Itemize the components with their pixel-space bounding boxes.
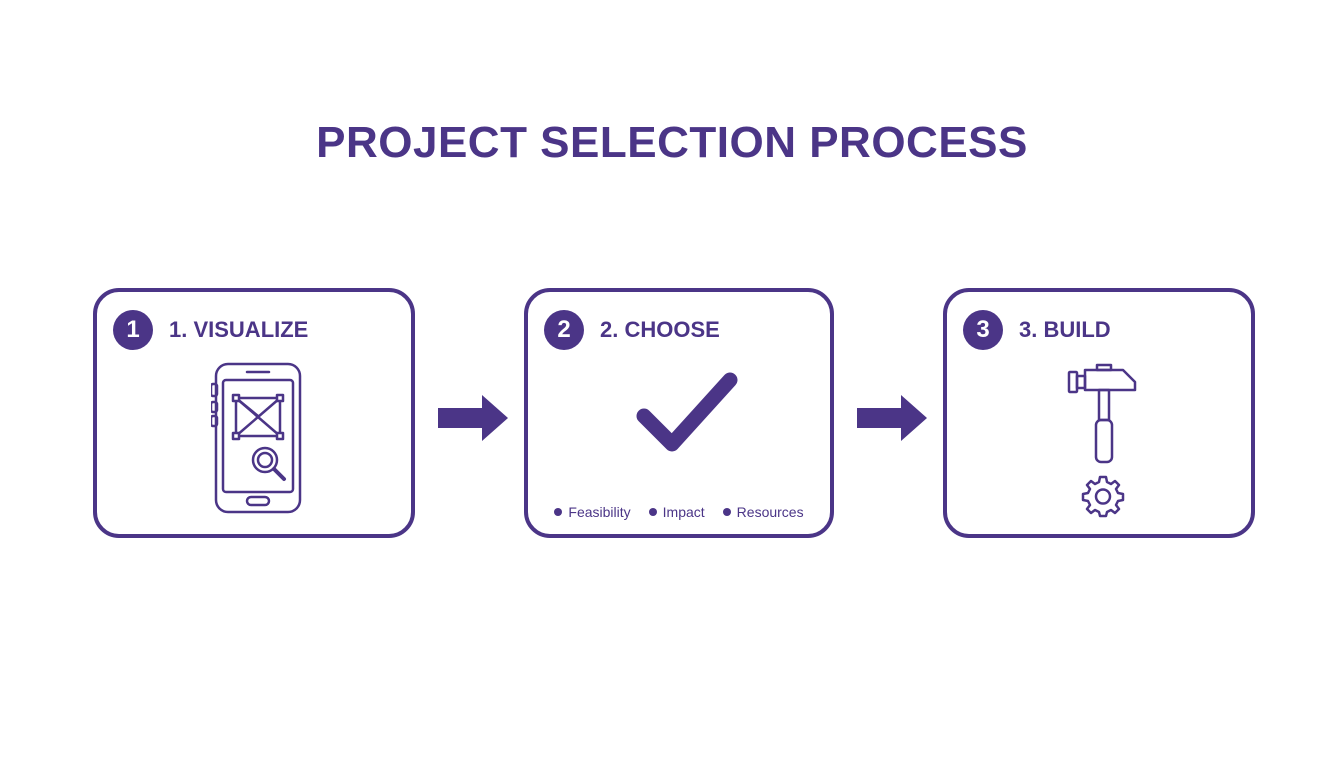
criteria-item: Feasibility bbox=[554, 504, 631, 520]
criteria-label: Impact bbox=[662, 504, 705, 520]
criteria-label: Resources bbox=[736, 504, 804, 520]
smartphone-wireframe-search-icon bbox=[209, 362, 303, 521]
hammer-icon bbox=[1065, 362, 1139, 473]
step-header: 2 2. CHOOSE bbox=[544, 310, 720, 350]
gear-icon bbox=[1081, 474, 1125, 523]
arrow-right-icon bbox=[857, 393, 929, 448]
step-header: 3 3. BUILD bbox=[963, 310, 1111, 350]
step-number-badge: 3 bbox=[963, 310, 1003, 350]
step-title: 3. BUILD bbox=[1019, 317, 1111, 342]
step-title: 1. VISUALIZE bbox=[169, 317, 309, 342]
bullet-icon bbox=[722, 508, 731, 516]
bullet-icon bbox=[554, 508, 563, 516]
checkmark-icon bbox=[632, 370, 742, 467]
page-title: PROJECT SELECTION PROCESS bbox=[316, 118, 1028, 167]
criteria-label: Feasibility bbox=[568, 504, 631, 520]
step-number-badge: 2 bbox=[544, 310, 584, 350]
step-title: 2. CHOOSE bbox=[600, 317, 720, 342]
selection-criteria-list: Feasibility Impact Resources bbox=[528, 504, 830, 520]
step-card-visualize: 1 1. VISUALIZE bbox=[93, 288, 415, 538]
step-card-build: 3 3. BUILD bbox=[943, 288, 1255, 538]
step-number-badge: 1 bbox=[113, 310, 153, 350]
bullet-icon bbox=[648, 508, 657, 516]
criteria-item: Impact bbox=[648, 504, 705, 520]
criteria-item: Resources bbox=[722, 504, 804, 520]
arrow-right-icon bbox=[438, 393, 510, 448]
step-header: 1 1. VISUALIZE bbox=[113, 310, 308, 350]
step-card-choose: 2 2. CHOOSE Feasibility Impact Resources bbox=[524, 288, 834, 538]
